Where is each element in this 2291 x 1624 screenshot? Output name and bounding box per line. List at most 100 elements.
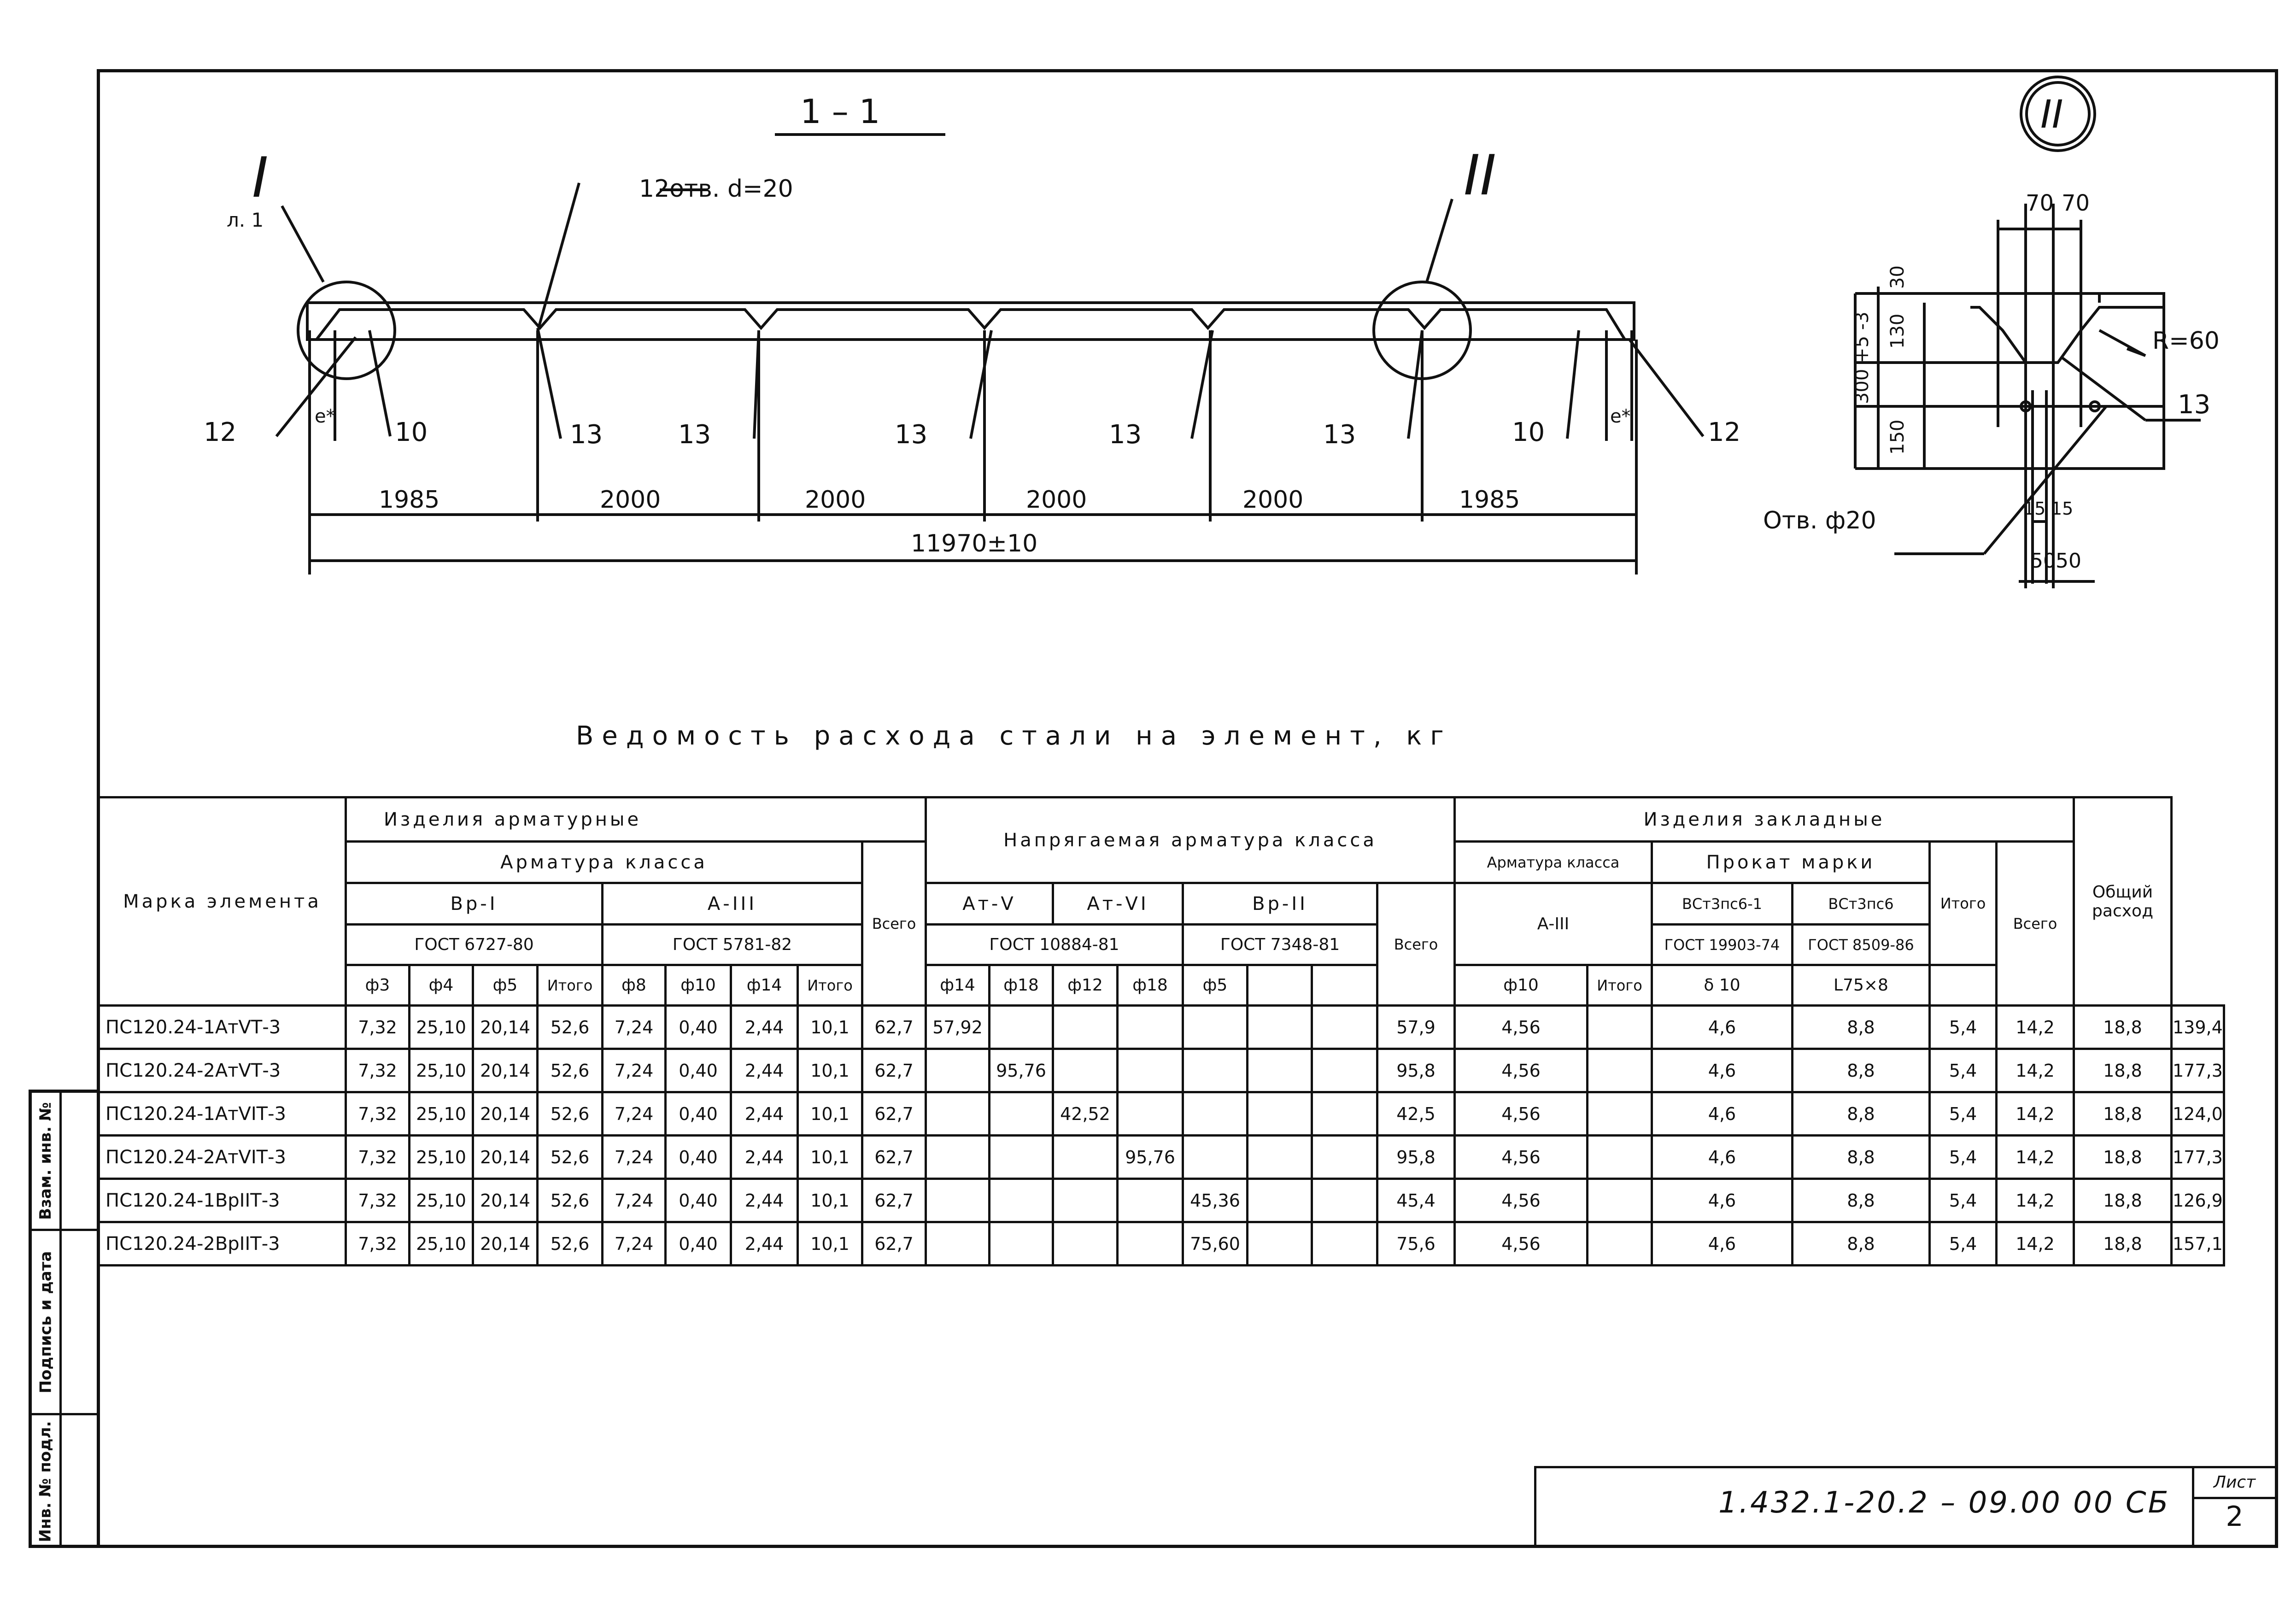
table-cell: 4,6 bbox=[1651, 1221, 1793, 1266]
header-gost-10884: ГОСТ 10884-81 bbox=[925, 923, 1184, 966]
detail-dim-50-right: 50 bbox=[2056, 549, 2081, 573]
table-cell: 0,40 bbox=[664, 1091, 732, 1137]
table-cell: 20,14 bbox=[472, 1004, 539, 1050]
detail-hole-note: Отв. ф20 bbox=[1763, 507, 1876, 534]
table-cell bbox=[925, 1221, 990, 1266]
table-cell: 42,52 bbox=[1052, 1091, 1119, 1137]
table-cell: 0,40 bbox=[664, 1134, 732, 1180]
table-cell: 4,56 bbox=[1453, 1178, 1588, 1223]
table-cell: 7,32 bbox=[345, 1221, 410, 1266]
e-label-left: е* bbox=[315, 406, 335, 427]
detail-dim-15-left: 15 bbox=[2023, 498, 2045, 519]
table-cell: 4,6 bbox=[1651, 1048, 1793, 1093]
header-bp2: Вр-II bbox=[1182, 882, 1378, 926]
table-cell: 2,44 bbox=[730, 1048, 799, 1093]
table-cell: 4,56 bbox=[1453, 1221, 1588, 1266]
table-cell: 20,14 bbox=[472, 1221, 539, 1266]
detail-dim-70-left: 70 bbox=[2026, 190, 2054, 216]
table-cell: 75,6 bbox=[1376, 1221, 1456, 1266]
table-cell: 7,24 bbox=[601, 1091, 667, 1137]
header-vst2: ВСт3пс6 bbox=[1791, 882, 1931, 926]
sub-header: ф3 bbox=[345, 964, 410, 1007]
table-cell bbox=[1246, 1178, 1313, 1223]
table-cell: 8,8 bbox=[1791, 1178, 1931, 1223]
table-cell: 157,1 bbox=[2170, 1221, 2225, 1266]
table-cell: 57,9 bbox=[1376, 1004, 1456, 1050]
table-cell: 7,32 bbox=[345, 1134, 410, 1180]
sub-header: ф12 bbox=[1052, 964, 1119, 1007]
table-cell: 25,10 bbox=[408, 1221, 474, 1266]
table-cell: 62,7 bbox=[861, 1048, 927, 1093]
table-cell: 52,6 bbox=[536, 1178, 604, 1223]
table-cell: 10,1 bbox=[797, 1134, 863, 1180]
table-cell: 14,2 bbox=[1995, 1134, 2075, 1180]
dim-5: 2000 bbox=[1242, 486, 1303, 514]
table-cell: 2,44 bbox=[730, 1091, 799, 1137]
header-at5: Ат-V bbox=[925, 882, 1054, 926]
header-reinf-items: Изделия арматурные bbox=[345, 796, 927, 843]
label-13-c: 13 bbox=[895, 420, 927, 450]
table-cell: 5,4 bbox=[1928, 1178, 1998, 1223]
sub-header: Итого bbox=[536, 964, 604, 1007]
table-cell: 18,8 bbox=[2073, 1004, 2173, 1050]
table-cell bbox=[1246, 1004, 1313, 1050]
table-cell: 4,56 bbox=[1453, 1004, 1588, 1050]
drawing-frame bbox=[97, 69, 2278, 1548]
table-cell: 7,24 bbox=[601, 1004, 667, 1050]
table-cell bbox=[925, 1048, 990, 1093]
table-cell: 95,76 bbox=[988, 1048, 1054, 1093]
table-cell: 0,40 bbox=[664, 1221, 732, 1266]
table-cell: 52,6 bbox=[536, 1134, 604, 1180]
table-cell bbox=[1246, 1091, 1313, 1137]
table-cell: 18,8 bbox=[2073, 1091, 2173, 1137]
label-12-left: 12 bbox=[204, 417, 236, 447]
table-cell: 8,8 bbox=[1791, 1048, 1931, 1093]
table-cell bbox=[1311, 1091, 1378, 1137]
detail-radius: R=60 bbox=[2152, 327, 2220, 355]
steel-table: Марка элемента Изделия арматурные Напряг… bbox=[98, 796, 2225, 1266]
detail-dim-130: 130 bbox=[1887, 314, 1908, 349]
table-cell bbox=[988, 1004, 1054, 1050]
table-cell: 7,24 bbox=[601, 1221, 667, 1266]
table-cell: 20,14 bbox=[472, 1178, 539, 1223]
header-gost-5781: ГОСТ 5781-82 bbox=[601, 923, 863, 966]
table-cell: 7,24 bbox=[601, 1048, 667, 1093]
table-cell: 10,1 bbox=[797, 1048, 863, 1093]
table-cell: 57,92 bbox=[925, 1004, 990, 1050]
table-cell: 4,6 bbox=[1651, 1178, 1793, 1223]
table-cell: 7,32 bbox=[345, 1178, 410, 1223]
table-cell bbox=[1052, 1221, 1119, 1266]
table-cell bbox=[988, 1178, 1054, 1223]
row-mark: ПС120.24-1АтVТ-3 bbox=[98, 1004, 347, 1050]
table-cell bbox=[1182, 1004, 1248, 1050]
table-cell bbox=[1052, 1048, 1119, 1093]
sub-header: ф5 bbox=[472, 964, 539, 1007]
table-cell bbox=[1052, 1178, 1119, 1223]
table-cell bbox=[1586, 1004, 1653, 1050]
sub-header: ф14 bbox=[730, 964, 799, 1007]
label-13-d: 13 bbox=[1109, 420, 1142, 450]
table-cell bbox=[1586, 1178, 1653, 1223]
table-cell: 5,4 bbox=[1928, 1134, 1998, 1180]
table-cell bbox=[1182, 1134, 1248, 1180]
table-cell bbox=[1052, 1134, 1119, 1180]
sub-header: L75×8 bbox=[1791, 964, 1931, 1007]
row-mark: ПС120.24-2АтVТ-3 bbox=[98, 1048, 347, 1093]
dim-6: 1985 bbox=[1459, 486, 1520, 514]
table-cell: 14,2 bbox=[1995, 1221, 2075, 1266]
table-cell: 8,8 bbox=[1791, 1004, 1931, 1050]
table-cell: 75,60 bbox=[1182, 1221, 1248, 1266]
strip-cell-signature: Подпись и дата bbox=[32, 1231, 97, 1415]
table-cell: 25,10 bbox=[408, 1004, 474, 1050]
table-cell: 18,8 bbox=[2073, 1178, 2173, 1223]
table-cell: 62,7 bbox=[861, 1004, 927, 1050]
holes-note: 12отв. d=20 bbox=[639, 175, 793, 203]
table-cell bbox=[1052, 1004, 1119, 1050]
table-cell bbox=[1586, 1048, 1653, 1093]
sheet-number: 2 bbox=[2226, 1501, 2244, 1533]
table-cell: 10,1 bbox=[797, 1091, 863, 1137]
sheet-label: Лист bbox=[2194, 1468, 2275, 1499]
table-cell: 4,56 bbox=[1453, 1048, 1588, 1093]
